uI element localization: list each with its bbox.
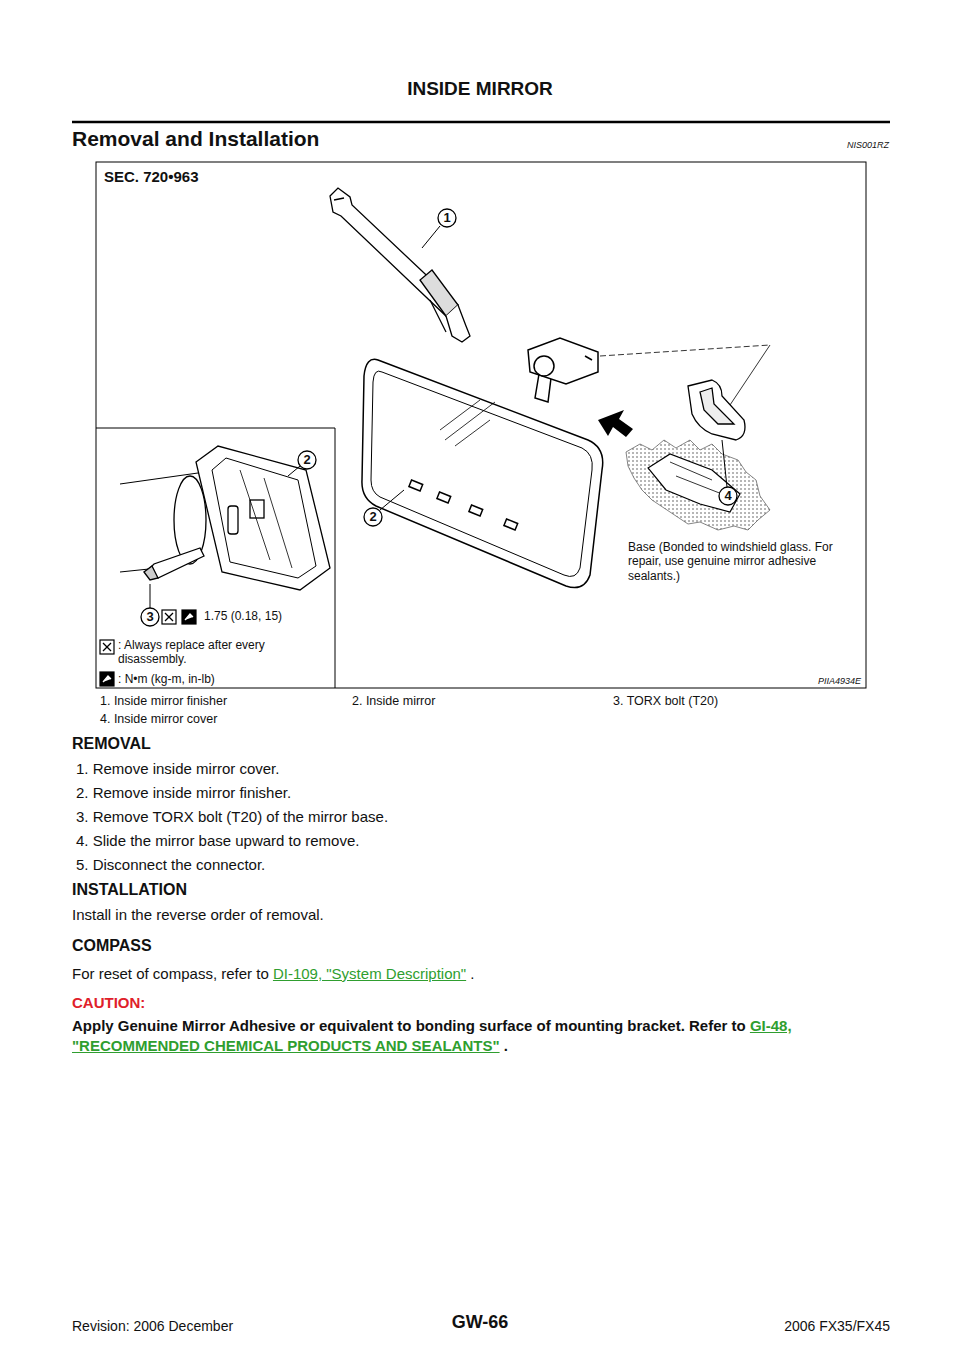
punctuation: .: [470, 965, 474, 982]
step-text: 3. Remove TORX bolt (T20) of the mirror …: [76, 808, 388, 826]
part-name: 3. TORX bolt (T20): [613, 694, 718, 709]
mirror-cover-stroke: [688, 380, 745, 440]
inside-mirror-stroke: [371, 371, 592, 576]
callout-ring-stroke: [364, 508, 382, 526]
spec-symbol-stroke: [162, 610, 176, 624]
inside-mirror-stroke: [437, 492, 451, 503]
mirror-finisher-stroke: [330, 188, 458, 316]
body-text: Install in the reverse order of removal.: [72, 906, 324, 924]
header-rule: [72, 121, 890, 124]
part-name: 2. Inside mirror: [352, 694, 435, 709]
mirror-base: [626, 440, 770, 530]
figure-id: PIIA4934E: [818, 676, 861, 687]
subheading: REMOVAL: [72, 734, 151, 753]
callout-number: 3: [146, 609, 153, 625]
callout-ring-stroke: [298, 451, 316, 469]
callout-ring-stroke: [288, 466, 300, 476]
spec-symbol-stroke: [182, 610, 196, 624]
inset-frame: [96, 428, 335, 688]
leader-line-stroke: [600, 345, 770, 356]
page-number: GW-66: [452, 1312, 509, 1334]
direction-arrow: [598, 410, 633, 437]
mirror-base-stroke: [626, 440, 770, 530]
inset-detail-stroke: [228, 506, 238, 534]
inset-detail: [120, 446, 330, 590]
mirror-finisher-stroke: [446, 305, 470, 342]
inside-mirror-stroke: [440, 400, 480, 430]
mirror-finisher-stroke: [334, 198, 344, 200]
torque-value: 1.75 (0.18, 15): [204, 609, 282, 623]
inset-detail-stroke: [250, 500, 264, 518]
part-name: 1. Inside mirror finisher: [100, 694, 227, 709]
compass-paragraph: For reset of compass, refer toDI-109, "S…: [72, 964, 892, 984]
body-text: For reset of compass, refer to: [72, 965, 269, 982]
doc-id: NIS001RZ: [847, 140, 889, 151]
mirror-base-stroke: [670, 462, 712, 480]
step-text: 1. Remove inside mirror cover.: [76, 760, 279, 778]
mirror-cover-stroke: [700, 388, 734, 424]
inside-mirror-stroke: [362, 359, 603, 587]
part-name: 4. Inside mirror cover: [100, 712, 217, 727]
callout-ring-stroke: [719, 487, 737, 505]
inset-detail-stroke: [212, 458, 316, 578]
mirror-finisher-stroke: [420, 270, 458, 316]
spec-symbol-stroke: [185, 614, 193, 620]
caution-text: Apply Genuine Mirror Adhesive or equival…: [72, 1017, 746, 1034]
callout-ring-stroke: [722, 440, 727, 487]
spec-symbol-stroke: [100, 640, 114, 654]
callout-number: 2: [369, 509, 376, 525]
inset-detail-stroke: [264, 478, 292, 568]
figure-frame: [96, 162, 866, 688]
callout-ring-stroke: [141, 608, 159, 626]
callout-number: 1: [443, 210, 450, 226]
callout-ring-stroke: [422, 226, 440, 248]
caution-paragraph: Apply Genuine Mirror Adhesive or equival…: [72, 1016, 892, 1055]
inset-detail-stroke: [144, 566, 158, 580]
spec-symbol-stroke: [103, 643, 111, 651]
spec-symbol-stroke: [100, 672, 114, 686]
model-name: 2006 FX35/FX45: [784, 1318, 890, 1335]
subheading: COMPASS: [72, 936, 152, 955]
symbol-legend: : Always replace after every disassembly…: [118, 638, 278, 667]
mirror-base-stroke: [676, 476, 722, 494]
callout-ring-stroke: [150, 584, 151, 608]
callout-ring-stroke: [380, 490, 404, 510]
callout-number: 2: [303, 452, 310, 468]
inside-mirror-stroke: [585, 356, 592, 360]
inside-mirror-stroke: [469, 505, 483, 516]
inside-mirror-stroke: [504, 519, 518, 530]
symbol-legend: : N•m (kg-m, in-lb): [118, 672, 215, 686]
callout-number: 4: [724, 488, 731, 504]
step-text: 2. Remove inside mirror finisher.: [76, 784, 291, 802]
page-title: INSIDE MIRROR: [0, 78, 960, 101]
revision-note: Revision: 2006 December: [72, 1318, 233, 1335]
mirror-finisher: [330, 188, 470, 342]
inside-mirror-stroke: [445, 402, 495, 440]
leader-line: [600, 345, 770, 405]
inside-mirror: [362, 338, 603, 588]
spec-symbol-stroke: [165, 613, 173, 621]
caution-heading: CAUTION:: [72, 994, 145, 1012]
punctuation: .: [504, 1037, 508, 1054]
inside-mirror-stroke: [534, 356, 554, 376]
spec-symbol-stroke: [165, 613, 173, 621]
section-heading: Removal and Installation: [72, 126, 319, 151]
section-code: SEC. 720•963: [104, 168, 198, 186]
callout-ring-stroke: [438, 209, 456, 227]
leader-line-stroke: [730, 345, 770, 405]
cross-reference: DI-109, "System Description": [273, 965, 466, 982]
mirror-cover: [688, 380, 745, 440]
part-note: Base (Bonded to windshield glass. For re…: [628, 540, 833, 583]
spec-symbol-stroke: [103, 676, 111, 682]
spec-symbol-stroke: [103, 643, 111, 651]
inset-detail-stroke: [196, 446, 330, 590]
inside-mirror-stroke: [409, 480, 423, 491]
inside-mirror-stroke: [528, 338, 598, 384]
mirror-finisher-stroke: [430, 300, 446, 332]
inside-mirror-stroke: [455, 420, 490, 446]
step-text: 4. Slide the mirror base upward to remov…: [76, 832, 359, 850]
step-text: 5. Disconnect the connector.: [76, 856, 265, 874]
subheading: INSTALLATION: [72, 880, 187, 899]
